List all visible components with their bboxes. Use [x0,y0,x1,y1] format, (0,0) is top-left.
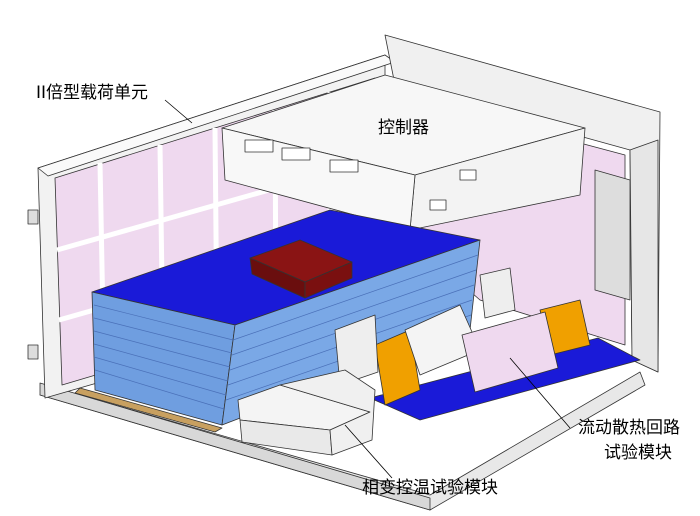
payload-unit-label: II倍型载荷单元 [36,83,149,103]
flow-module [461,311,559,393]
leader-payload-unit [164,99,193,124]
controller-label: 控制器 [378,118,429,138]
phase-change-module-label: 相变控温试验模块 [362,478,498,498]
leader-lines [164,99,571,479]
flow-module-label-line2: 试验模块 [604,443,672,463]
orange-part-left [374,329,421,406]
leader-phase-change [344,424,393,479]
leader-flow-module [509,357,571,429]
flow-module-label-line1: 流动散热回路 [578,418,680,438]
